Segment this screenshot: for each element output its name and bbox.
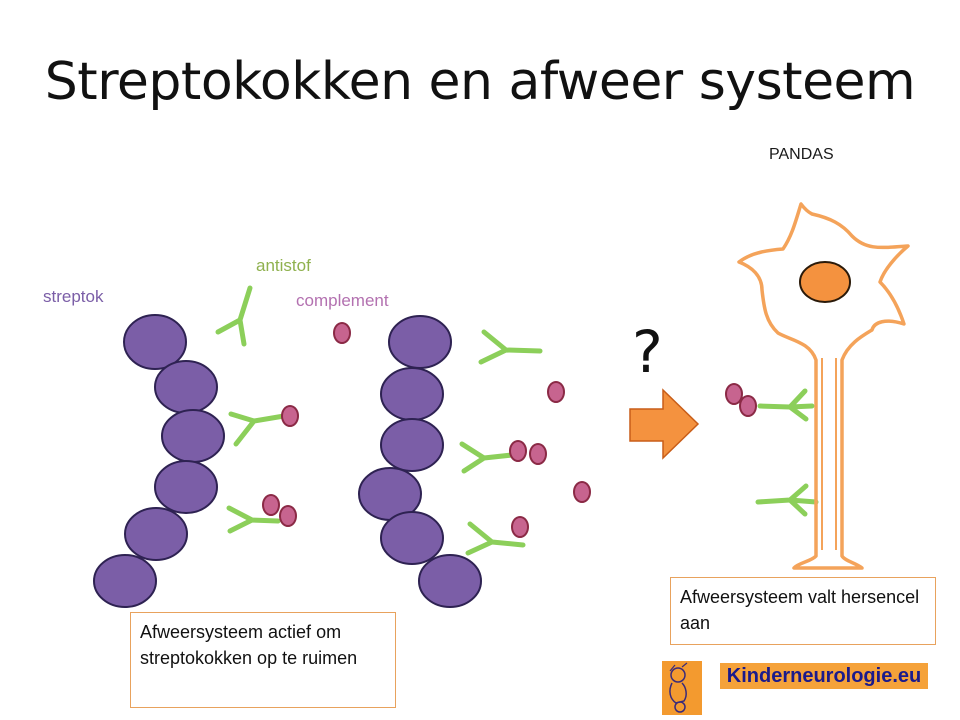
complement: [547, 381, 565, 403]
bacterium: [388, 315, 452, 369]
antibody: [215, 285, 253, 347]
antibodies: [215, 285, 819, 556]
complement: [529, 443, 547, 465]
neuron-nucleus: [799, 261, 851, 303]
brand-logo-icon: [662, 661, 702, 715]
textbox-attacks-brain-cell: Afweersysteem valt hersencel aan: [670, 577, 936, 645]
antibody: [459, 441, 515, 474]
complement: [333, 322, 351, 344]
arrow-icon: [629, 388, 700, 460]
bacterium: [124, 507, 188, 561]
bacterium: [380, 367, 444, 421]
antibody: [757, 388, 815, 422]
bacterium: [161, 409, 225, 463]
complement: [509, 440, 527, 462]
bacterium: [93, 554, 157, 608]
antistof-label: antistof: [256, 256, 311, 275]
complement-particles: [262, 322, 757, 538]
antibody: [228, 411, 287, 447]
complement: [739, 395, 757, 417]
antibody: [755, 483, 819, 517]
bacteria-chain-right: [358, 315, 482, 608]
complement: [262, 494, 280, 516]
brand[interactable]: Kinderneurologie.eu: [662, 661, 928, 715]
bacterium: [380, 511, 444, 565]
streptok-label: streptok: [43, 287, 104, 306]
antibody: [465, 521, 526, 556]
bacteria-chain-left: [93, 314, 225, 608]
neuron-outline: [737, 202, 910, 570]
bacterium: [154, 460, 218, 514]
complement: [279, 505, 297, 527]
complement: [725, 383, 743, 405]
brand-name[interactable]: Kinderneurologie.eu: [720, 663, 928, 689]
bacterium: [154, 360, 218, 414]
axon-inner: [821, 358, 837, 550]
textbox-immune-active: Afweersysteem actief om streptokokken op…: [130, 612, 396, 708]
bacterium: [418, 554, 482, 608]
complement: [281, 405, 299, 427]
neuron: [737, 202, 910, 570]
complement: [511, 516, 529, 538]
complement: [573, 481, 591, 503]
slide-title: Streptokokken en afweer systeem: [44, 52, 916, 112]
antibody: [226, 505, 281, 534]
antibody: [478, 329, 543, 365]
bacterium: [123, 314, 187, 370]
complement-label: complement: [296, 291, 389, 310]
question-mark: ?: [632, 318, 663, 386]
pandas-label: PANDAS: [769, 146, 834, 163]
bacterium: [380, 418, 444, 472]
